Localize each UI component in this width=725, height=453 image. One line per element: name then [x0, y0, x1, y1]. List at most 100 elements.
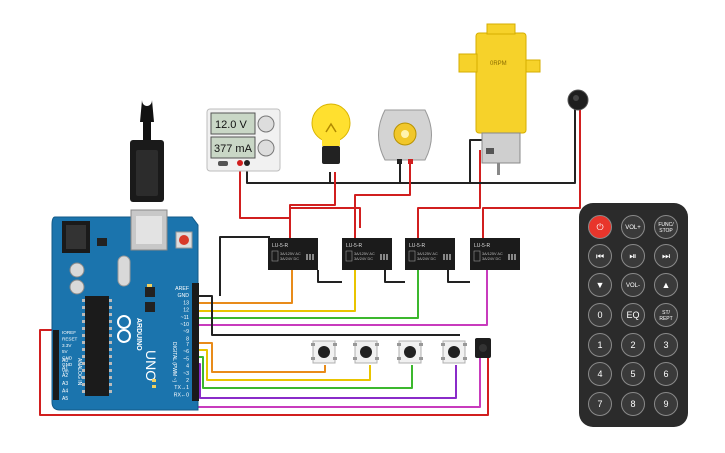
wire-gearmotor-b[interactable]	[469, 139, 485, 147]
key-b5-button[interactable]: 5	[621, 362, 645, 386]
arduino-uno[interactable]: ARDUINO UNO DIGITAL (PWM ~) ANALOG IN AR…	[51, 100, 199, 411]
key-vol_up-button[interactable]: VOL+	[621, 215, 645, 239]
wire-pin10-relay4[interactable]	[198, 270, 488, 326]
current-knob[interactable]	[257, 139, 275, 157]
push-button-cap[interactable]	[448, 346, 460, 358]
remote-button-circle[interactable]	[654, 273, 678, 297]
light-bulb[interactable]	[311, 103, 351, 164]
wire-pin11-relay3[interactable]	[198, 270, 419, 319]
key-b2-button[interactable]: 2	[621, 333, 645, 357]
vibration-motor[interactable]	[567, 89, 589, 111]
play-pause-button[interactable]: ⏯	[621, 244, 645, 268]
positive-terminal[interactable]	[237, 160, 243, 166]
push-button-leg	[375, 357, 379, 360]
key-b1-button[interactable]: 1	[588, 333, 612, 357]
wire-buzzer-b[interactable]	[482, 108, 581, 238]
wire-buzzer-a[interactable]	[470, 108, 576, 184]
remote-button-circle[interactable]	[588, 392, 612, 416]
remote-button-circle[interactable]	[588, 362, 612, 386]
power-supply[interactable]: 12.0 V 377 mA	[206, 108, 281, 172]
gear-motor-terminal[interactable]	[486, 148, 494, 154]
remote-button-circle[interactable]	[621, 244, 645, 268]
remote-button-circle[interactable]	[654, 215, 678, 239]
remote-button-circle[interactable]	[654, 303, 678, 327]
push-button-leg	[463, 357, 467, 360]
negative-terminal[interactable]	[244, 160, 250, 166]
key-b3-button[interactable]: 3	[654, 333, 678, 357]
remote-button-circle[interactable]	[621, 303, 645, 327]
push-button[interactable]	[353, 340, 379, 364]
push-button-cap[interactable]	[360, 346, 372, 358]
key-eq-button[interactable]: EQ	[621, 303, 645, 327]
wire-pin4-button4[interactable]	[198, 363, 457, 399]
remote-button-circle[interactable]	[621, 362, 645, 386]
wire-dcmotor-b[interactable]	[354, 163, 411, 238]
key-st-button[interactable]: ST/REPT	[654, 303, 678, 327]
gear-motor[interactable]: 0RPM	[458, 23, 541, 175]
dc-motor[interactable]	[378, 109, 432, 164]
remote-button-label: 0	[597, 310, 602, 320]
voltage-knob[interactable]	[257, 115, 275, 133]
remote-button-circle[interactable]	[621, 215, 645, 239]
wire-supply-negative[interactable]	[246, 147, 471, 184]
wire-pin12-relay2[interactable]	[198, 270, 356, 312]
remote-button-circle[interactable]	[588, 333, 612, 357]
key-b4-button[interactable]: 4	[588, 362, 612, 386]
power-switch[interactable]	[218, 161, 228, 166]
wire-gnd-buttons[interactable]	[198, 295, 460, 336]
wire-pin2-ir[interactable]	[194, 358, 481, 408]
wire-bulb-b[interactable]	[289, 172, 336, 238]
key-func-button[interactable]: FUNC/STOP	[654, 215, 678, 239]
wire-supply-positive[interactable]	[239, 163, 361, 228]
wire-relay-gnd-rail[interactable]	[219, 236, 270, 296]
play-pause-icon: ⏯	[629, 251, 636, 261]
power-pin-label: Vin	[62, 368, 69, 373]
wire-relay-gnd-2[interactable]	[317, 270, 342, 283]
push-button[interactable]	[441, 340, 467, 364]
key-b6-button[interactable]: 6	[654, 362, 678, 386]
wire-relay-gnd-4[interactable]	[447, 270, 470, 283]
remote-button-circle[interactable]	[654, 362, 678, 386]
key-b0-button[interactable]: 0	[588, 303, 612, 327]
chip-pin	[82, 306, 85, 309]
remote-button-circle[interactable]	[621, 333, 645, 357]
wire-pin13-relay1[interactable]	[198, 270, 293, 304]
skip-forward-button[interactable]: ⏭	[654, 244, 678, 268]
remote-button-circle[interactable]	[588, 215, 612, 239]
power-button[interactable]: ⏻	[588, 215, 612, 239]
wire-pin7-button1[interactable]	[198, 342, 326, 373]
remote-button-circle[interactable]	[621, 273, 645, 297]
push-button[interactable]	[397, 340, 423, 364]
push-button-cap[interactable]	[318, 346, 330, 358]
push-button[interactable]	[311, 340, 337, 364]
dc-motor-terminal-a[interactable]	[397, 159, 402, 164]
dc-motor-terminal-b[interactable]	[408, 159, 413, 164]
remote-button-circle[interactable]	[621, 392, 645, 416]
key-b8-button[interactable]: 8	[621, 392, 645, 416]
wire-pin6-button2[interactable]	[198, 349, 371, 381]
remote-button-circle[interactable]	[654, 333, 678, 357]
reset-button-cap[interactable]	[179, 235, 189, 245]
chevron-up-button[interactable]: ▲	[654, 273, 678, 297]
wire-relay-gnd-3[interactable]	[384, 270, 405, 283]
remote-button-circle[interactable]	[588, 303, 612, 327]
chevron-down-button[interactable]: ▼	[588, 273, 612, 297]
key-b7-button[interactable]: 7	[588, 392, 612, 416]
push-button-cap[interactable]	[404, 346, 416, 358]
ir-receiver[interactable]	[475, 338, 491, 358]
key-b9-button[interactable]: 9	[654, 392, 678, 416]
remote-button-circle[interactable]	[588, 244, 612, 268]
remote-button-circle[interactable]	[654, 392, 678, 416]
wire-ir-power[interactable]	[39, 329, 489, 416]
remote-button-circle[interactable]	[588, 273, 612, 297]
wire-gearmotor-a[interactable]	[417, 150, 481, 238]
skip-back-button[interactable]: ⏮	[588, 244, 612, 268]
wire-pin5-button3[interactable]	[198, 356, 413, 389]
remote-button-circle[interactable]	[654, 244, 678, 268]
key-vol_down-button[interactable]: VOL-	[621, 273, 645, 297]
